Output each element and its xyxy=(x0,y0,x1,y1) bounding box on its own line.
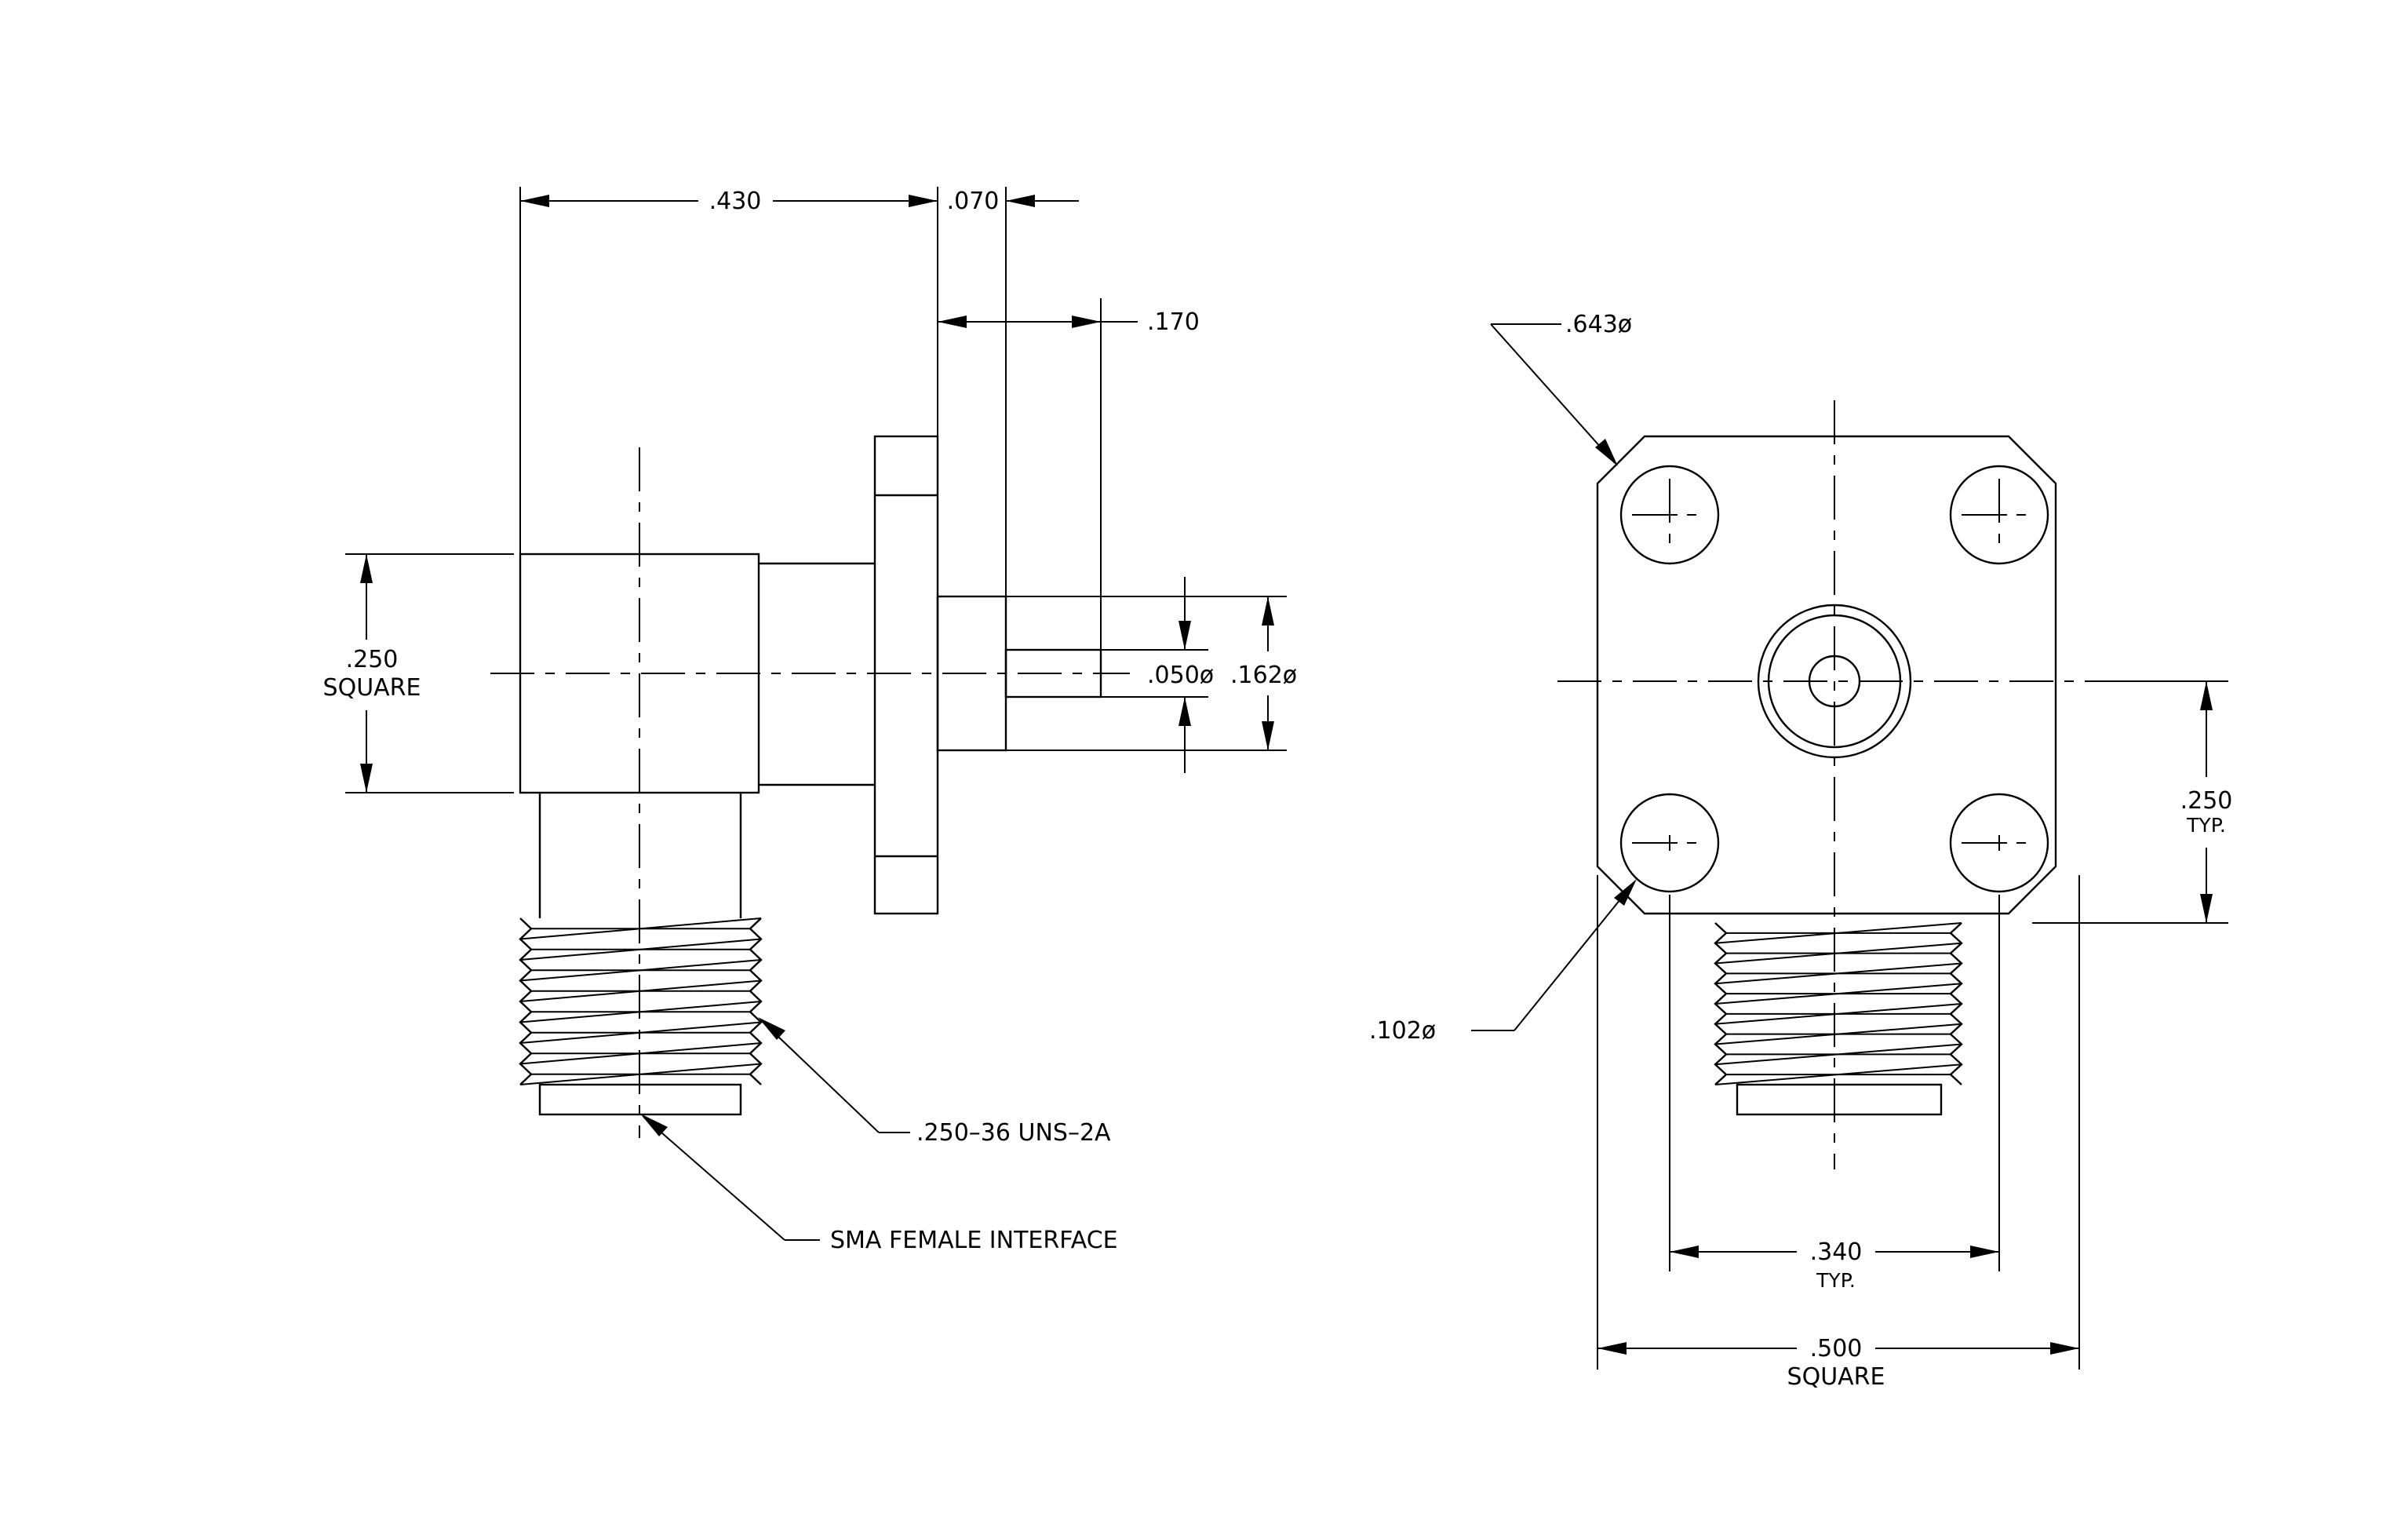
dim-070-label: .070 xyxy=(947,188,1000,215)
mounting-hole-br xyxy=(1949,793,2049,893)
side-thread xyxy=(519,917,763,1085)
interface-label: SMA FEMALE INTERFACE xyxy=(830,1227,1118,1254)
front-bottom-cap xyxy=(1736,1083,1943,1116)
square-left-label: SQUARE xyxy=(323,674,421,702)
typ-right-label: TYP. xyxy=(2186,814,2226,837)
thread-label: .250–36 UNS–2A xyxy=(916,1119,1111,1147)
front-thread xyxy=(1714,922,1963,1085)
mounting-hole-tr xyxy=(1949,465,2049,565)
dim-250-label: .250 xyxy=(346,646,399,673)
dim-162-label: .162ø xyxy=(1230,662,1297,689)
dim-340-label: .340 xyxy=(1810,1238,1863,1266)
dim-643-label: .643ø xyxy=(1565,311,1632,338)
front-dimensions: .643ø .102ø .250 TYP. .340 TYP. .500 SQU… xyxy=(1369,311,2232,1391)
dim-170-label: .170 xyxy=(1147,308,1200,336)
flange xyxy=(873,435,939,915)
mounting-hole-bl xyxy=(1619,793,1720,893)
dim-500-label: .500 xyxy=(1810,1335,1863,1362)
dim-050-label: .050ø xyxy=(1147,662,1214,689)
front-view xyxy=(1557,400,2111,1169)
mounting-hole-tl xyxy=(1619,465,1720,565)
dim-250-typ-label: .250 xyxy=(2180,787,2233,815)
square-bottom-label: SQUARE xyxy=(1787,1363,1885,1391)
dim-430-label: .430 xyxy=(709,188,762,215)
flange-outline xyxy=(1596,435,2057,915)
typ-bottom-label: TYP. xyxy=(1816,1269,1856,1292)
dim-102-label: .102ø xyxy=(1369,1017,1436,1045)
side-view xyxy=(490,435,1130,1138)
side-dimensions: .430 .070 .170 .250 SQUARE .050ø xyxy=(323,187,1297,1254)
